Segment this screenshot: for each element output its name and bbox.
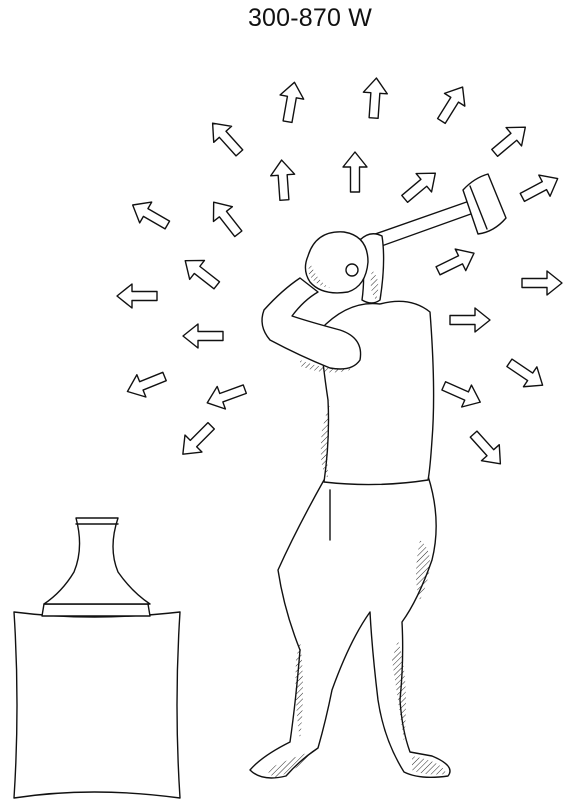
- heat-arrow-icon: [276, 80, 307, 124]
- heat-arrow-icon: [503, 353, 550, 395]
- heat-arrow-icon: [522, 271, 562, 295]
- heat-arrow-icon: [465, 426, 510, 472]
- anvil-horn: [44, 518, 150, 604]
- heat-arrow-icon: [397, 164, 443, 208]
- heat-arrow-icon: [123, 365, 169, 402]
- trousers: [250, 476, 450, 778]
- head: [305, 232, 368, 293]
- heat-arrow-icon: [362, 77, 389, 119]
- heat-arrow-icon: [183, 324, 223, 348]
- man-figure: [250, 232, 450, 778]
- heat-arrow-icon: [204, 115, 249, 161]
- heat-arrow-icon: [450, 308, 490, 332]
- heat-arrow-icon: [433, 242, 479, 281]
- anvil: [14, 518, 180, 798]
- heat-arrow-icon: [178, 251, 224, 295]
- heat-arrow-icon: [127, 195, 174, 236]
- heat-arrow-icon: [174, 417, 219, 462]
- heat-arrow-icon: [343, 152, 367, 192]
- anvil-base-plate: [42, 604, 150, 616]
- anvil-block: [14, 612, 180, 798]
- heat-arrow-icon: [117, 284, 157, 308]
- heat-arrow-icon: [439, 375, 485, 413]
- heat-arrow-icon: [204, 195, 248, 241]
- heat-arrow-icon: [431, 81, 473, 128]
- heat-arrow-icon: [517, 168, 564, 208]
- heat-arrow-icon: [487, 118, 533, 162]
- heat-arrow-icon: [203, 378, 249, 414]
- hammer-head: [463, 174, 506, 234]
- heat-arrow-icon: [270, 159, 297, 201]
